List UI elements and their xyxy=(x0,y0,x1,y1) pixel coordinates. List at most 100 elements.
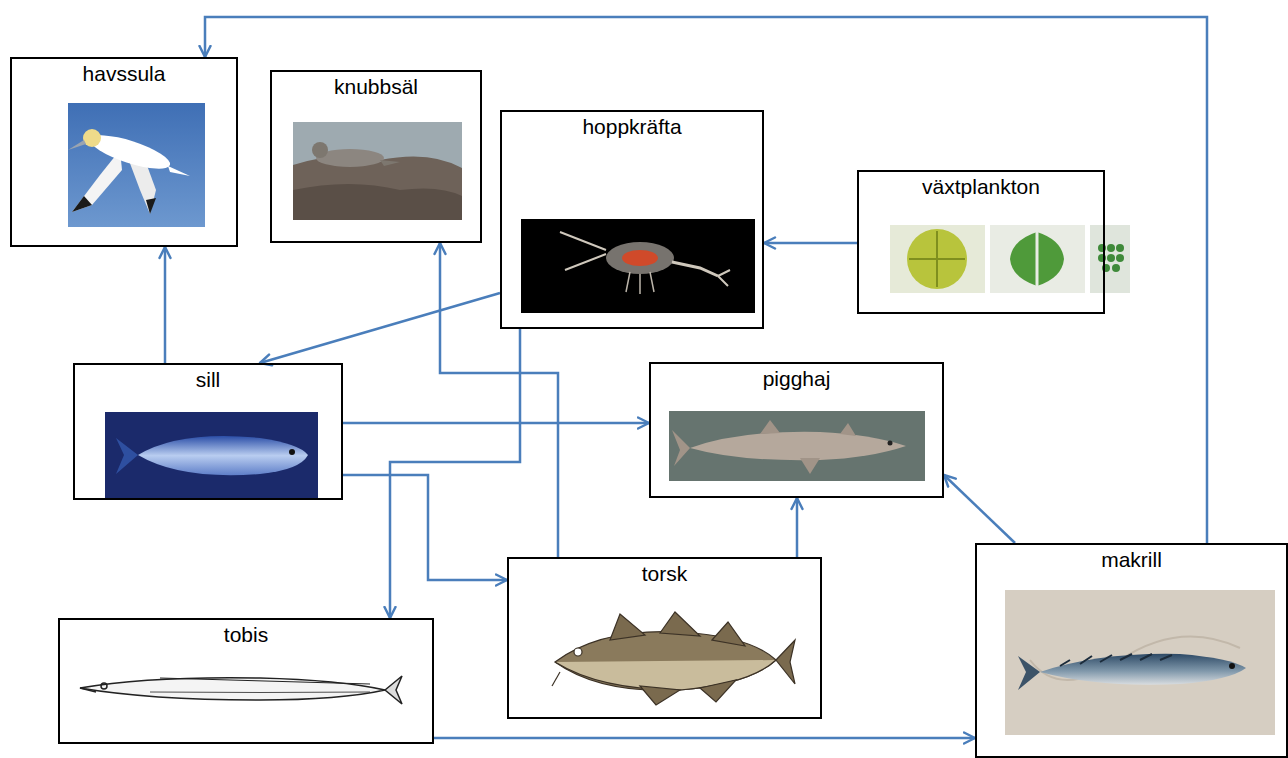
food-arrow xyxy=(343,475,507,580)
sandeel-drawing-part xyxy=(150,692,370,694)
copepod-photo-part xyxy=(672,262,718,276)
mackerel-photo-part xyxy=(1005,590,1275,735)
sandeel-drawing-part xyxy=(80,678,385,700)
species-name: makrill xyxy=(977,545,1286,572)
species-name: pigghaj xyxy=(651,364,942,391)
dogfish-photo-part xyxy=(669,411,925,481)
dogfish-photo-part xyxy=(760,420,856,436)
mackerel-photo-part xyxy=(1040,654,1246,685)
food-arrow xyxy=(796,498,799,557)
herring-photo-part xyxy=(289,449,295,455)
copepod-photo-part xyxy=(718,270,730,286)
phytoplankton-photo-part xyxy=(909,231,965,287)
species-box: makrill xyxy=(975,543,1288,758)
food-arrow xyxy=(944,475,1015,543)
species-box: pigghaj xyxy=(649,362,944,498)
sandeel-drawing-part xyxy=(160,678,370,684)
herring-photo-part xyxy=(138,436,308,475)
species-box: torsk xyxy=(507,557,822,719)
cod-drawing-part xyxy=(555,660,776,690)
sandeel-drawing-part xyxy=(385,676,402,704)
seal-photo-part xyxy=(380,160,400,166)
herring-photo-part xyxy=(116,438,138,474)
gannet-photo-part xyxy=(146,198,156,214)
gannet-photo xyxy=(68,103,205,227)
sandeel-drawing-part xyxy=(80,688,96,692)
gannet-photo-part xyxy=(68,140,86,150)
sandeel-drawing xyxy=(80,676,402,704)
phytoplankton-photo-part xyxy=(1036,232,1039,286)
food-arrow xyxy=(260,293,500,363)
food-arrow xyxy=(164,247,167,363)
dogfish-photo-part xyxy=(672,430,690,466)
connector-group xyxy=(165,17,1207,738)
seal-photo-part xyxy=(293,156,462,220)
cod-drawing-part xyxy=(776,640,795,684)
copepod-photo-part xyxy=(560,232,606,270)
food-arrow xyxy=(434,737,975,740)
phytoplankton-photo xyxy=(890,225,1130,293)
mackerel-photo-part xyxy=(1229,663,1235,669)
species-name: växtplankton xyxy=(859,172,1103,199)
species-box: tobis xyxy=(58,618,434,744)
dogfish-photo-part xyxy=(888,441,893,446)
species-name: sill xyxy=(75,365,341,392)
gannet-photo-part xyxy=(68,103,205,227)
seal-photo xyxy=(293,122,462,220)
dogfish-photo xyxy=(669,411,925,481)
food-arrow xyxy=(764,242,857,245)
cod-drawing-part xyxy=(555,632,776,691)
copepod-photo xyxy=(521,219,755,313)
phytoplankton-photo-part xyxy=(1116,244,1124,252)
phytoplankton-photo-part xyxy=(1116,254,1124,262)
dogfish-photo-part xyxy=(690,432,906,460)
food-arrow xyxy=(440,243,558,557)
phytoplankton-photo-part xyxy=(1010,232,1064,286)
gannet-photo-part xyxy=(72,196,92,212)
cod-drawing-part xyxy=(640,680,736,705)
species-box: hoppkräfta xyxy=(500,110,764,329)
species-name: knubbsäl xyxy=(272,72,480,99)
cod-drawing-part xyxy=(610,612,745,646)
cod-drawing-part xyxy=(574,648,582,656)
sandeel-drawing-part xyxy=(101,683,107,689)
cod-drawing-part xyxy=(552,672,560,686)
gannet-photo-part xyxy=(72,150,122,212)
species-box: knubbsäl xyxy=(270,70,482,243)
copepod-photo-part xyxy=(521,219,755,313)
gannet-photo-part xyxy=(168,166,190,176)
phytoplankton-photo-part xyxy=(907,229,967,289)
herring-photo-part xyxy=(105,412,318,498)
gannet-photo-part xyxy=(83,129,101,147)
mackerel-photo-part xyxy=(1060,654,1172,666)
food-arrow xyxy=(343,422,649,425)
dogfish-photo-part xyxy=(800,458,820,474)
phytoplankton-photo-part xyxy=(1090,225,1130,293)
species-name: tobis xyxy=(60,620,432,647)
species-box: sill xyxy=(73,363,343,500)
species-box: havssula xyxy=(10,57,238,247)
phytoplankton-photo-part xyxy=(1098,244,1124,272)
copepod-photo-part xyxy=(606,242,674,274)
phytoplankton-photo-part xyxy=(990,225,1085,293)
phytoplankton-photo-part xyxy=(1107,254,1115,262)
phytoplankton-photo-part xyxy=(890,225,985,293)
cod-drawing xyxy=(552,612,795,705)
seal-photo-part xyxy=(312,142,328,158)
copepod-photo-part xyxy=(626,272,654,294)
species-box: växtplankton xyxy=(857,170,1105,314)
mackerel-photo-part xyxy=(1018,656,1040,690)
herring-photo xyxy=(105,412,318,498)
mackerel-photo xyxy=(1005,590,1275,735)
species-name: torsk xyxy=(509,559,820,586)
food-arrow xyxy=(205,17,1207,543)
phytoplankton-photo-part xyxy=(1112,264,1120,272)
species-name: hoppkräfta xyxy=(502,112,762,139)
phytoplankton-photo-part xyxy=(1107,244,1115,252)
species-name: havssula xyxy=(12,59,236,86)
seal-photo-part xyxy=(293,122,462,220)
